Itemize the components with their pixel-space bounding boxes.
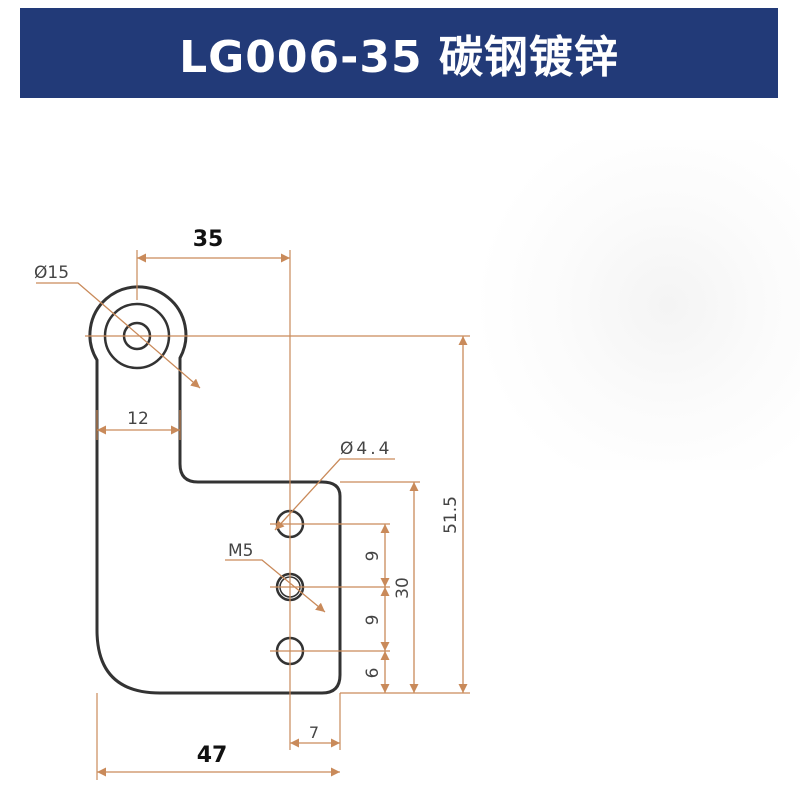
dim-hole-span-label: 30 — [393, 577, 413, 599]
bracket-outline — [88, 285, 342, 695]
page-title: LG006-35 碳钢镀锌 — [179, 32, 619, 83]
dim-spacing-2-label: 9 — [363, 615, 383, 626]
leader-dia15 — [36, 282, 201, 389]
dim-height-total-label: 51.5 — [441, 496, 461, 534]
background-glow — [470, 140, 800, 470]
dim-edge-bottom-label: 6 — [363, 668, 383, 679]
dim-hole-dia-label: Ø4.4 — [340, 439, 392, 459]
title-banner: LG006-35 碳钢镀锌 — [20, 8, 778, 98]
dim-arm-width-label: 12 — [127, 409, 149, 429]
leader-dia4-4 — [274, 458, 395, 531]
dim-circle-dia-label: Ø15 — [34, 263, 69, 283]
extension-lines — [85, 250, 470, 780]
dim-spacing-1-label: 9 — [363, 551, 383, 562]
dim-edge-right-label: 7 — [309, 723, 319, 742]
dim-thread-label: M5 — [228, 541, 253, 561]
dimension-lines — [36, 253, 468, 777]
dim-bottom-width-label: 47 — [197, 743, 228, 768]
dim-top-width-label: 35 — [193, 227, 224, 252]
leader-m5 — [225, 559, 326, 613]
